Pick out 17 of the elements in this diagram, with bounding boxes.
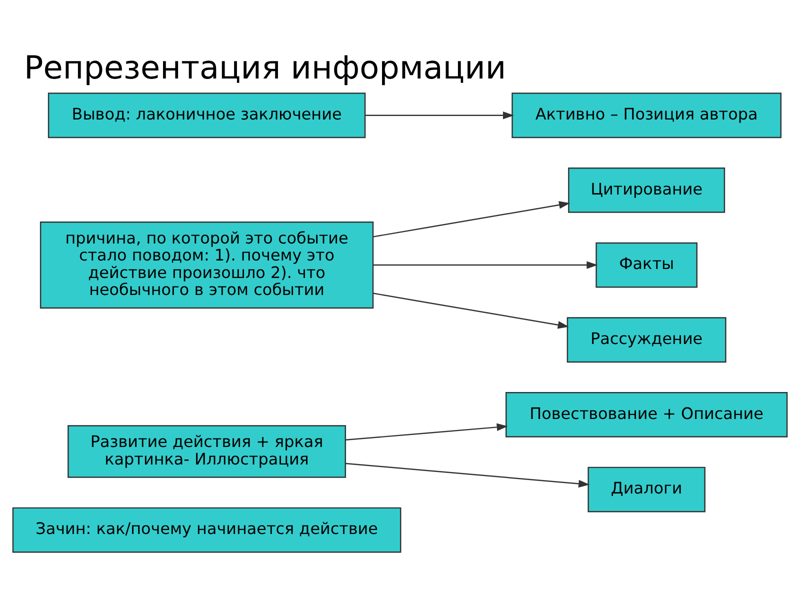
diagram-title: Репрезентация информации bbox=[24, 48, 506, 86]
node-box: Зачин: как/почему начинается действие bbox=[12, 507, 402, 553]
node-box: Цитирование bbox=[568, 168, 726, 213]
node-box: Факты bbox=[596, 242, 698, 288]
arrow bbox=[372, 292, 569, 329]
node-box: причина, по которой это событие стало поводом: 1). почему это действие произошло 2). что необычного в этом событии bbox=[40, 222, 374, 309]
node-box: Развитие действия + яркая картинка- Иллюстрация bbox=[68, 425, 346, 478]
node-box: Активно – Позиция автора bbox=[512, 92, 782, 138]
arrow bbox=[372, 201, 570, 238]
arrow bbox=[346, 423, 508, 441]
node-box: Вывод: лаконичное заключение bbox=[48, 92, 366, 138]
arrow bbox=[373, 261, 598, 269]
arrow bbox=[365, 112, 514, 120]
node-box: Диалоги bbox=[588, 466, 706, 512]
node-box: Рассуждение bbox=[566, 317, 726, 363]
node-box: Повествование + Описание bbox=[506, 392, 788, 438]
arrow bbox=[346, 462, 590, 488]
